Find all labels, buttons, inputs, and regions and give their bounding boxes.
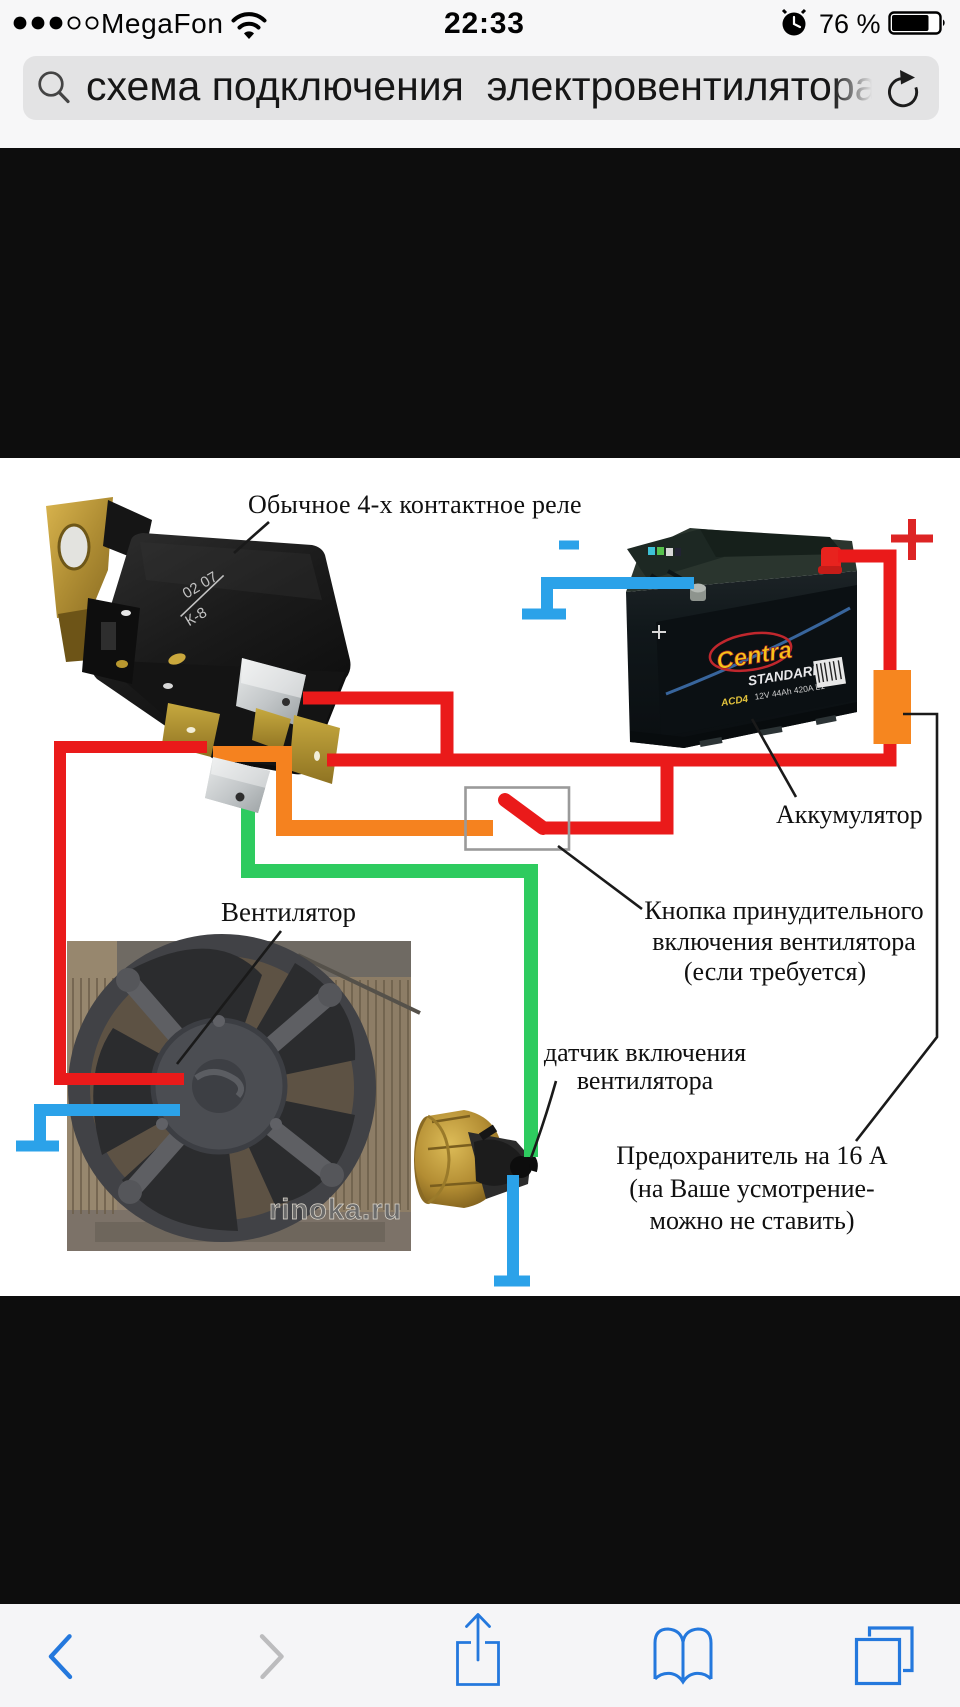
svg-text:ACD4: ACD4 <box>719 694 749 709</box>
svg-text:rinoka.ru: rinoka.ru <box>269 1194 402 1226</box>
